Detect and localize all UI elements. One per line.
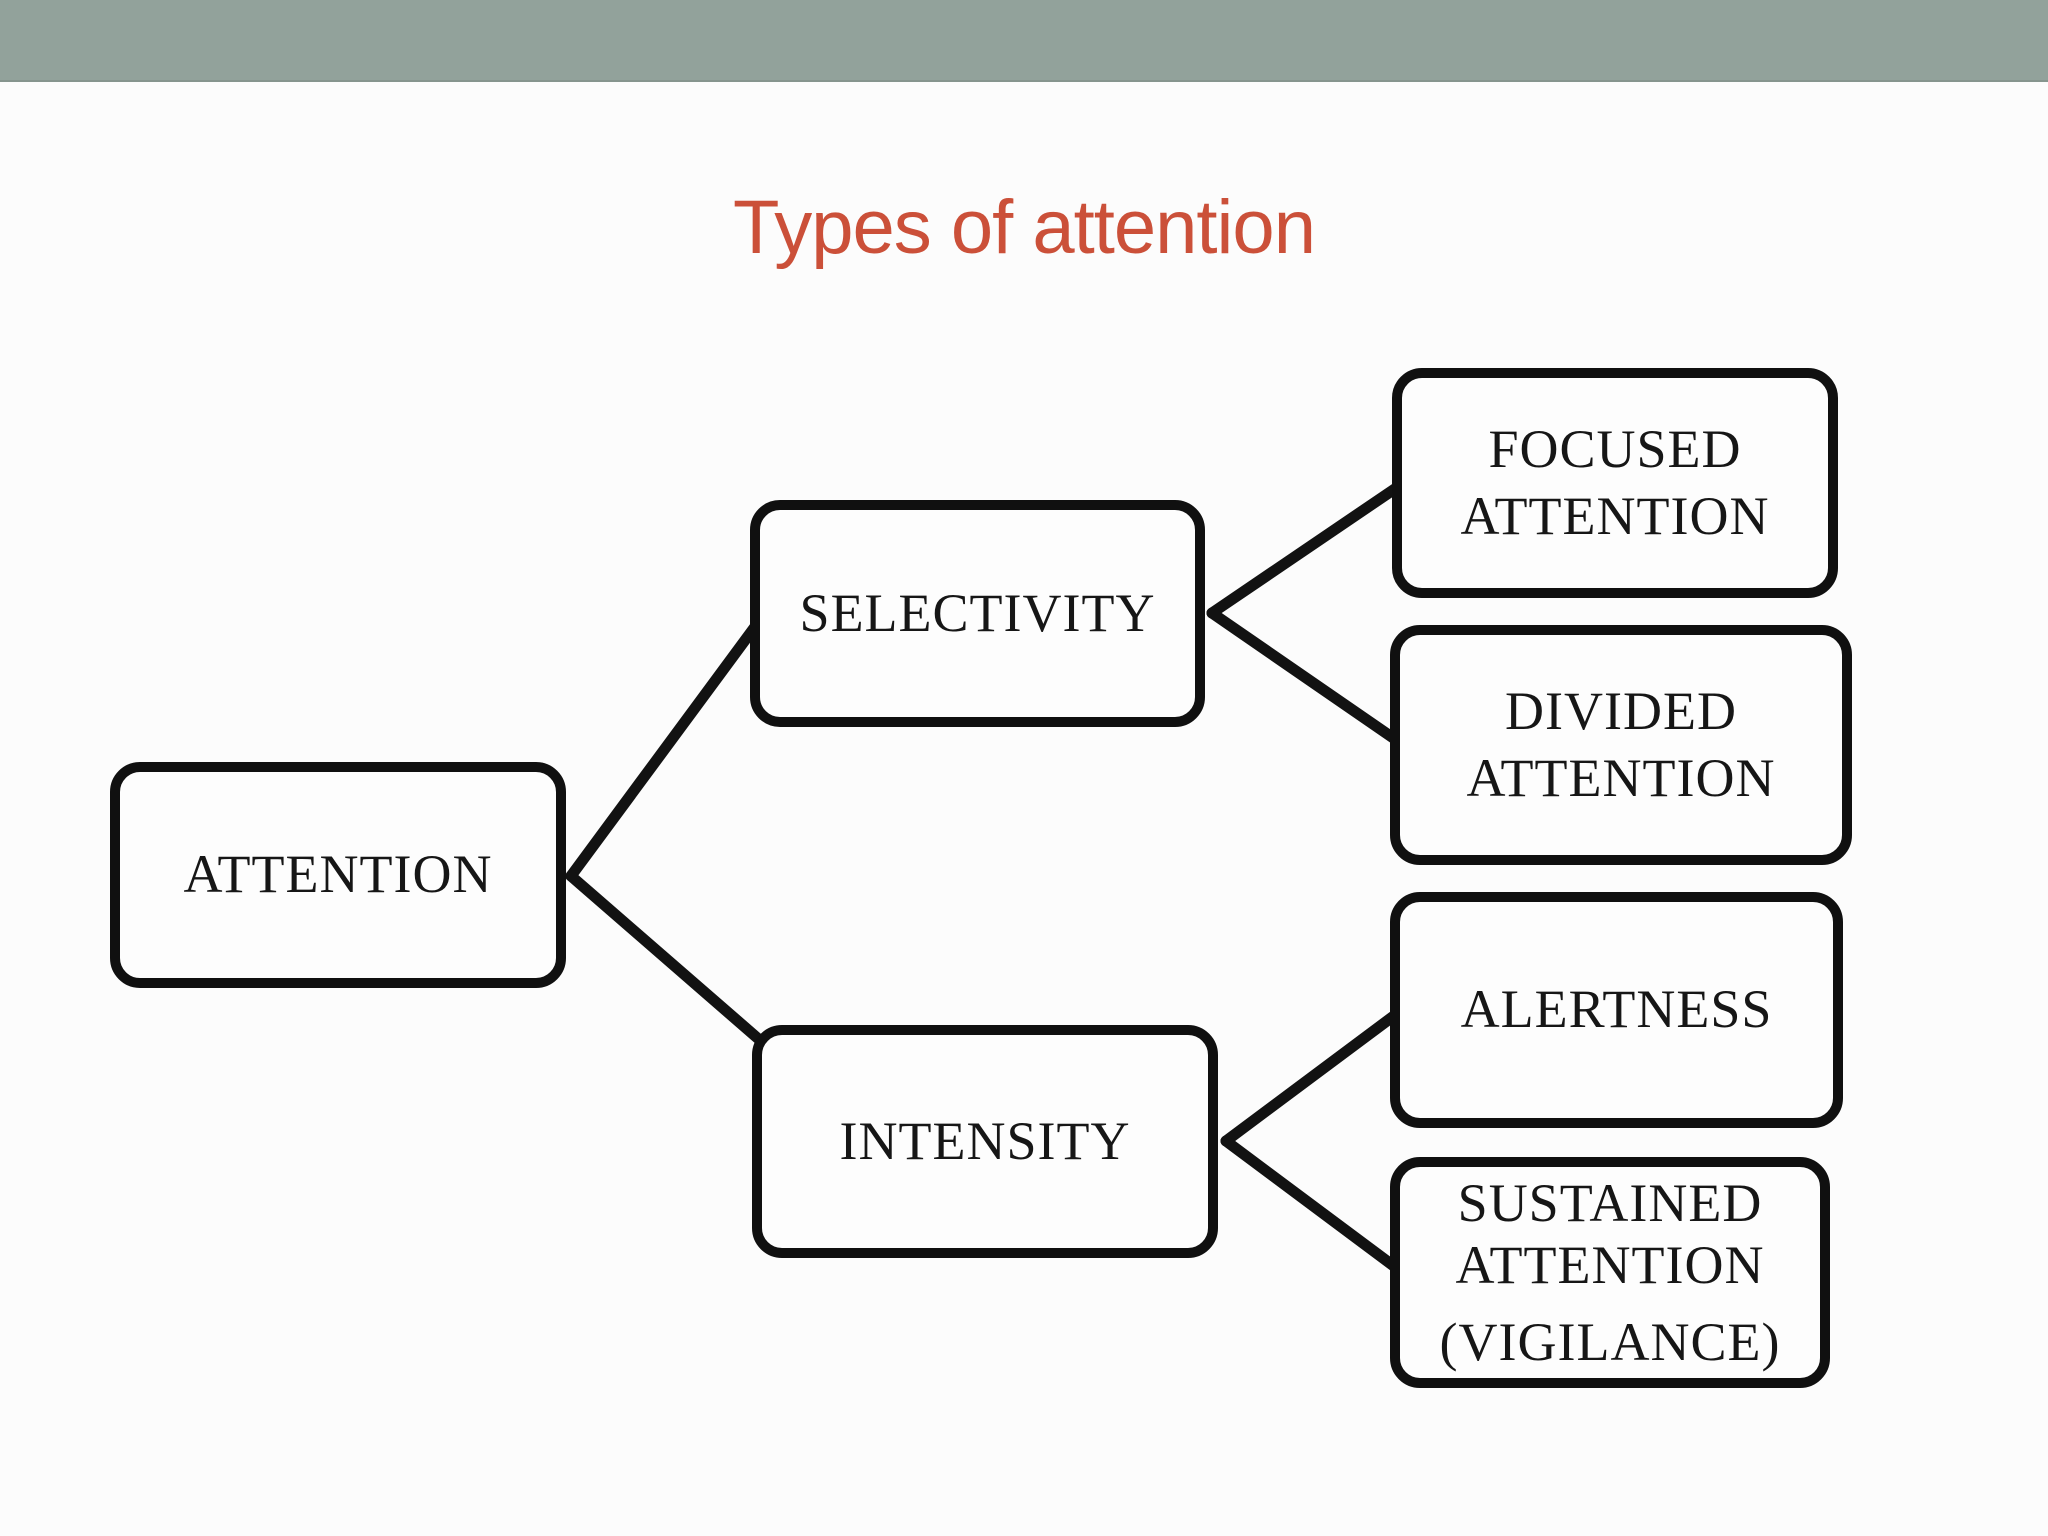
node-selectivity-label: SELECTIVITY: [799, 582, 1156, 643]
node-attention: ATTENTION: [110, 762, 566, 988]
node-selectivity: SELECTIVITY: [750, 500, 1205, 727]
node-intensity: INTENSITY: [752, 1025, 1218, 1258]
node-intensity-label: INTENSITY: [839, 1110, 1131, 1171]
node-focused-attention-label: FOCUSED ATTENTION: [1460, 418, 1770, 547]
node-alertness: ALERTNESS: [1390, 892, 1843, 1128]
node-divided-attention: DIVIDED ATTENTION: [1390, 625, 1852, 865]
slide-title: Types of attention: [733, 185, 1316, 270]
connector-attention-intensity: [565, 870, 768, 1048]
node-divided-attention-label: DIVIDED ATTENTION: [1466, 680, 1776, 809]
node-sustained-attention-sublabel: (VIGILANCE): [1439, 1311, 1781, 1372]
connector-intensity-alertness: [1220, 1006, 1405, 1147]
header-bar: [0, 0, 2048, 82]
node-attention-label: ATTENTION: [183, 844, 493, 905]
node-alertness-label: ALERTNESS: [1460, 979, 1773, 1040]
connector-selectivity-focused: [1206, 480, 1405, 619]
connector-selectivity-divided: [1206, 607, 1405, 748]
connector-intensity-sustained: [1220, 1135, 1405, 1276]
node-sustained-attention-label: SUSTAINED ATTENTION: [1455, 1173, 1765, 1296]
node-sustained-attention: SUSTAINED ATTENTION (VIGILANCE): [1390, 1157, 1830, 1388]
connector-attention-selectivity: [565, 618, 763, 882]
node-focused-attention: FOCUSED ATTENTION: [1392, 368, 1838, 598]
